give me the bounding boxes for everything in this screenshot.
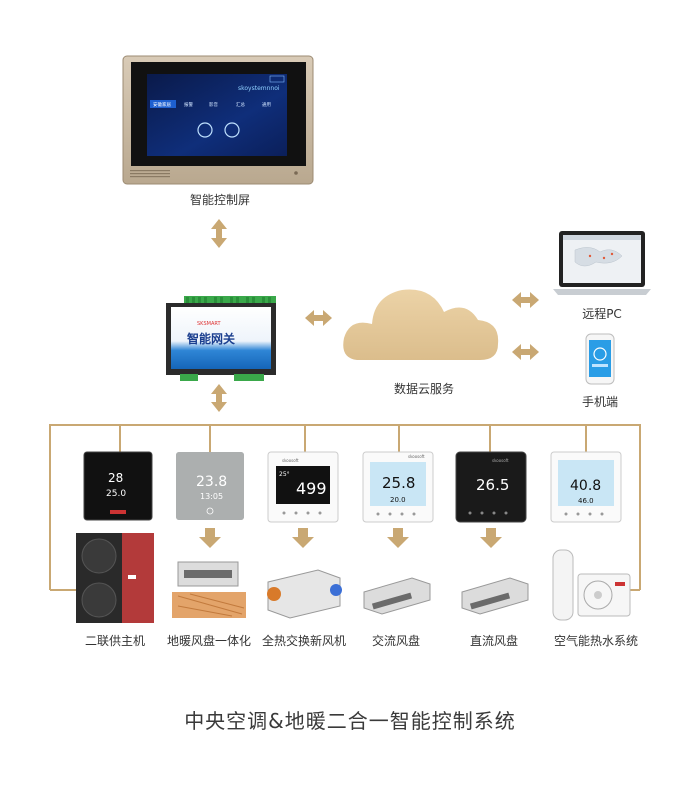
thermostat-2-sub: 13:05: [200, 492, 223, 501]
equipment-label-6: 空气能热水系统: [553, 634, 638, 648]
equipment-erv: [267, 569, 342, 619]
cloud-label: 数据云服务: [393, 382, 454, 396]
thermostat-6-sub: 46.0: [578, 497, 594, 505]
equipment-label-2: 地暖风盘一体化: [166, 634, 251, 648]
arrow-gateway-bus: [211, 384, 227, 412]
laptop-icon: [553, 231, 651, 295]
arrow-screen-gateway: [211, 219, 227, 248]
thermostat-3-reading: 499: [296, 479, 327, 498]
screen-home-icon[interactable]: [197, 122, 213, 138]
thermostat-1-sub: 25.0: [106, 489, 126, 499]
thermostat-3: skoosoft 499 25°: [267, 451, 339, 523]
thermostat-3-sub: 25°: [279, 471, 290, 478]
thermostat-2: 23.8 13:05: [176, 452, 244, 520]
thermostat-4-brand: skoosoft: [408, 454, 425, 459]
screen-sensor-dot: [294, 171, 298, 175]
screen-tab-4[interactable]: 通用: [262, 101, 271, 108]
thermostat-1-reading: 28: [108, 471, 123, 485]
thermostat-2-reading: 23.8: [196, 474, 227, 490]
thermostat-5-brand: skoosoft: [492, 458, 509, 463]
arrow-gateway-cloud: [305, 310, 332, 326]
down-arrows: [199, 528, 502, 548]
equipment-label-5: 直流风盘: [469, 634, 518, 648]
screen-power-icon[interactable]: [224, 122, 240, 138]
phone-label: 手机端: [581, 395, 618, 409]
screen-speaker-grille: [130, 170, 170, 178]
equipment-label-3: 全热交换新风机: [261, 634, 346, 648]
thermostat-5-reading: 26.5: [476, 476, 509, 494]
down-arrow-3: [292, 528, 314, 548]
equipment-heat-pump-water: [552, 549, 631, 621]
thermostat-4-reading: 25.8: [382, 474, 415, 492]
equipment-floor-fancoil: [172, 561, 246, 618]
arrow-cloud-pc: [512, 292, 539, 308]
smart-control-screen: skoystemnnoi 安徽家居 报警 影音 汇总 通用: [122, 55, 314, 185]
thermostat-6: 40.8 46.0: [550, 451, 622, 523]
down-arrow-5: [480, 528, 502, 548]
equipment-label-1: 二联供主机: [84, 634, 145, 648]
equipment-dc-fancoil: [461, 577, 529, 615]
screen-tab-3[interactable]: 汇总: [236, 101, 245, 108]
thermostat-4-sub: 20.0: [390, 496, 406, 504]
thermostat-6-reading: 40.8: [570, 478, 601, 494]
down-arrow-2: [199, 528, 221, 548]
screen-label: 智能控制屏: [189, 193, 250, 207]
cloud-icon: [343, 289, 499, 360]
equipment-label-4: 交流风盘: [371, 634, 420, 648]
smart-gateway: SKSMART 智能网关: [166, 296, 276, 381]
thermostat-4: skoosoft 25.8 20.0: [362, 451, 434, 523]
thermostat-1: 28 25.0: [83, 451, 153, 521]
gateway-label-text: 智能网关: [186, 331, 235, 346]
screen-tab-active[interactable]: [150, 100, 176, 108]
phone-icon: [585, 333, 615, 385]
remote-pc-label: 远程PC: [582, 307, 622, 321]
down-arrow-4: [387, 528, 409, 548]
screen-logo: skoystemnnoi: [238, 85, 280, 92]
bus-lines: [49, 424, 641, 591]
screen-tabs: 安徽家居 报警 影音 汇总 通用: [150, 100, 271, 108]
thermostat-5: skoosoft 26.5: [455, 451, 527, 523]
arrow-cloud-phone: [512, 344, 539, 360]
equipment-ac-fancoil: [363, 577, 431, 615]
gateway-brand: SKSMART: [197, 321, 221, 327]
screen-status-icon: [269, 75, 285, 83]
screen-tab-0[interactable]: 安徽家居: [153, 101, 171, 108]
page-title: 中央空调&地暖二合一智能控制系统: [184, 709, 516, 733]
screen-tab-1[interactable]: 报警: [184, 101, 193, 108]
equipment-heat-pump: [76, 533, 154, 623]
thermostat-3-brand: skoosoft: [282, 458, 299, 463]
screen-tab-2[interactable]: 影音: [209, 101, 218, 108]
